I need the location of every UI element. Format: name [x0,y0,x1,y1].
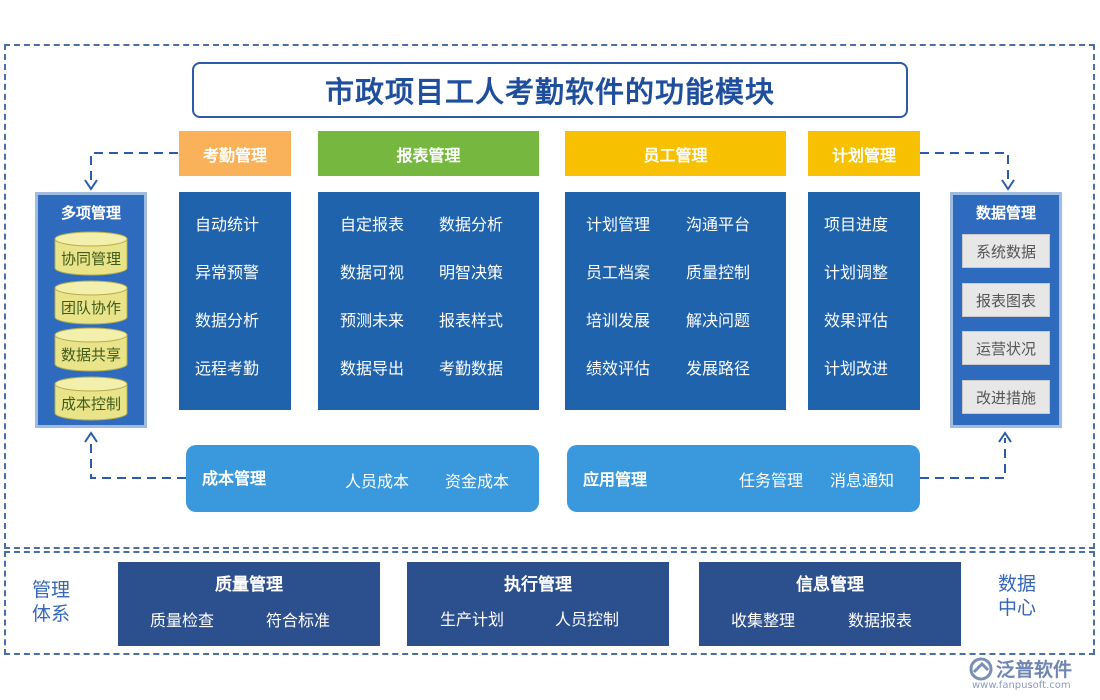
data-center-label: 数据中心 [997,573,1036,619]
brand-name: 泛普软件 [996,659,1073,681]
cost-item: 资金成本 [445,472,510,491]
cylinder-label: 数据共享 [60,346,121,364]
quality-management-title: 质量管理 [215,575,283,595]
cylinder-item: 数据共享 [55,334,127,374]
bottom-section-frame [4,551,1095,655]
arrow-app-to-data [920,438,1006,479]
module-item: 沟通平台 [686,215,751,234]
bottom-item: 符合标准 [266,611,331,630]
module-item: 异常预警 [195,263,260,282]
brand-watermark: 泛普软件 www.fanpusoft.com [968,654,1096,696]
management-system-label: 管理体系 [31,579,70,625]
module-header-plan: 计划管理 [808,131,920,176]
brand-logo-icon [969,657,993,681]
module-item: 数据分析 [439,215,504,234]
arrow-attendance-to-multi [90,152,178,185]
data-item: 改进措施 [962,380,1050,414]
module-item: 绩效评估 [586,359,651,378]
cylinder-item: 协同管理 [55,238,127,278]
module-item: 明智决策 [439,263,504,282]
module-item: 培训发展 [586,311,651,330]
module-item: 项目进度 [824,215,889,234]
module-panel-report [318,192,539,410]
app-item: 任务管理 [739,471,804,490]
module-item: 效果评估 [824,311,889,330]
module-panel-plan [808,192,920,410]
module-header-report: 报表管理 [318,131,539,176]
cost-management-title: 成本管理 [202,469,267,488]
module-item: 报表样式 [439,311,504,330]
module-panel-attendance [179,192,291,410]
module-item: 质量控制 [686,263,751,282]
module-item: 数据可视 [340,263,405,282]
module-item: 解决问题 [686,311,751,330]
data-management-title: 数据管理 [975,204,1036,222]
module-item: 计划管理 [586,215,651,234]
execution-management-title: 执行管理 [504,575,572,595]
module-panel-staff [565,192,786,410]
bottom-item: 质量检查 [150,611,215,630]
bottom-item: 数据报表 [848,611,913,630]
module-item: 发展路径 [686,359,751,378]
info-management-box: 信息管理 [699,562,961,646]
app-item: 消息通知 [830,471,895,490]
data-item: 系统数据 [962,234,1050,268]
bottom-item: 人员控制 [555,610,620,629]
module-item: 考勤数据 [439,359,504,378]
multi-management-title: 多项管理 [60,204,121,222]
module-item: 计划调整 [824,263,889,282]
brand-url: www.fanpusoft.com [972,680,1071,691]
cylinder-label: 团队协作 [60,299,121,317]
module-item: 预测未来 [340,311,405,330]
module-header-staff: 员工管理 [565,131,786,176]
arrow-plan-to-data [920,152,1009,185]
app-management-pill [567,445,920,512]
diagram-title: 市政项目工人考勤软件的功能模块 [192,62,908,118]
info-management-title: 信息管理 [796,575,864,595]
module-item: 数据导出 [340,359,405,378]
cylinder-label: 协同管理 [60,250,121,268]
arrow-cost-to-multi [90,438,186,479]
module-item: 远程考勤 [195,359,260,378]
module-item: 计划改进 [824,359,889,378]
data-item: 报表图表 [962,283,1050,317]
quality-management-box: 质量管理 [118,562,380,646]
module-item: 自定报表 [340,215,405,234]
module-header-attendance: 考勤管理 [179,131,291,176]
cylinder-item: 成本控制 [55,383,127,423]
cylinder-item: 团队协作 [55,287,127,327]
execution-management-box: 执行管理 [407,562,669,646]
cost-management-pill [186,445,539,512]
cost-item: 人员成本 [345,472,410,491]
bottom-item: 生产计划 [440,610,505,629]
data-item: 运营状况 [962,331,1050,365]
app-management-title: 应用管理 [583,470,648,489]
module-item: 数据分析 [195,311,260,330]
bottom-item: 收集整理 [731,611,796,630]
cylinder-label: 成本控制 [60,395,121,413]
module-item: 自动统计 [195,215,260,234]
module-item: 员工档案 [586,263,651,282]
top-section-frame [4,44,1095,549]
